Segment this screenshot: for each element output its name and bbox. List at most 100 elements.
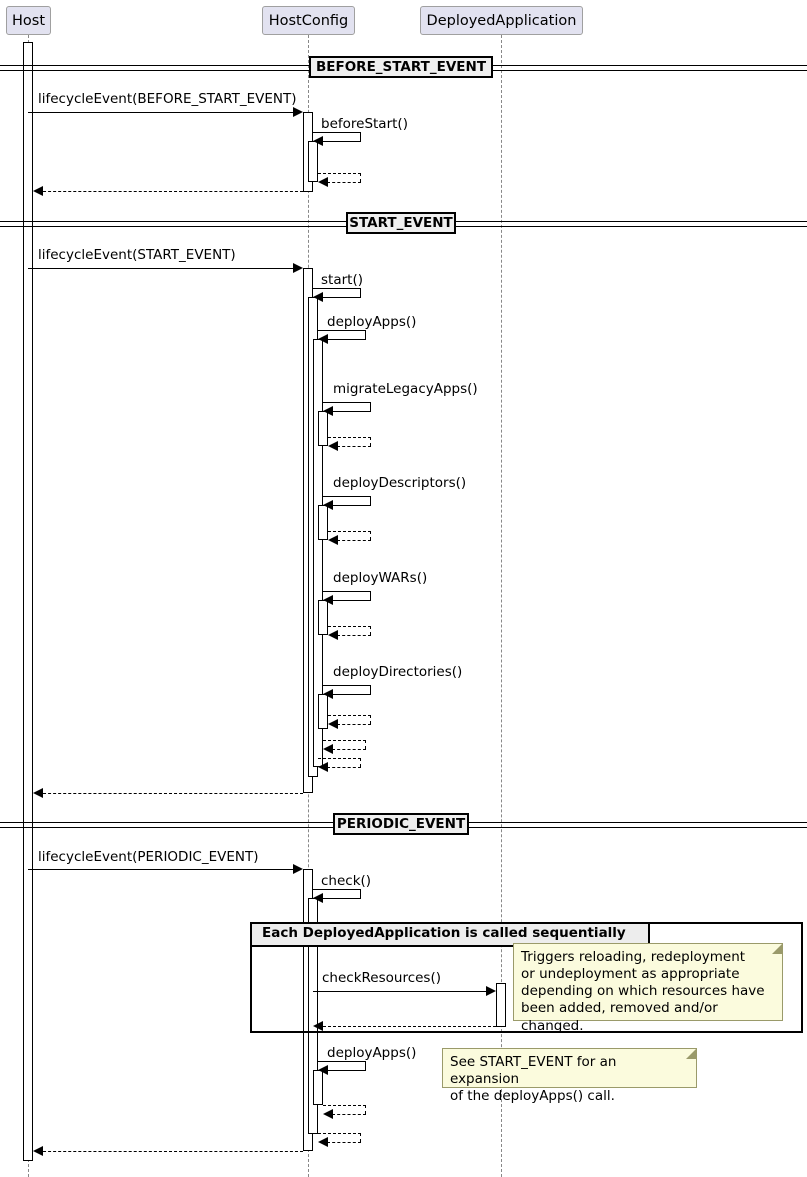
selfcall-bottom [322, 141, 361, 142]
selfcall-bottom [322, 898, 361, 899]
selfcall-side [360, 889, 361, 898]
note-fold-icon [686, 1048, 697, 1059]
participant-deployedapplication[interactable]: DeployedApplication [420, 6, 583, 35]
arrowhead-right [293, 107, 303, 117]
return-line [38, 793, 303, 794]
selfcall-side [360, 288, 361, 297]
activation-deployedapplication [496, 983, 506, 1027]
selfreturn-bottom [327, 1142, 361, 1143]
arrowhead-left [323, 689, 333, 699]
arrowhead-left [33, 1146, 43, 1156]
arrowhead-left [318, 177, 328, 187]
selfreturn-top [328, 715, 371, 716]
section-label: BEFORE_START_EVENT [315, 59, 487, 75]
selfreturn-side [370, 626, 371, 635]
selfcall-side [370, 402, 371, 411]
selfreturn-side [360, 1133, 361, 1142]
group-label: Each DeployedApplication is called seque… [252, 924, 650, 947]
message-label-migratelegacyapps: migrateLegacyApps() [333, 381, 478, 397]
activation-hostconfig-l4 [318, 600, 328, 635]
selfcall-bottom [327, 339, 366, 340]
arrowhead-left [313, 893, 323, 903]
arrowhead-left [328, 630, 338, 640]
selfcall-side [365, 1061, 366, 1070]
message-label-lifecycleevent-periodic: lifecycleEvent(PERIODIC_EVENT) [38, 849, 259, 865]
selfcall-side [360, 132, 361, 141]
arrowhead-left [313, 136, 323, 146]
section-label: PERIODIC_EVENT [336, 816, 466, 832]
selfreturn-side [365, 740, 366, 749]
arrowhead-left [33, 788, 43, 798]
message-line [28, 268, 298, 269]
selfreturn-top [318, 173, 361, 174]
message-label-deploywars: deployWARs() [333, 570, 428, 586]
selfcall-top [318, 330, 366, 331]
arrowhead-left [323, 744, 333, 754]
selfreturn-bottom [327, 767, 361, 768]
arrowhead-left [313, 1021, 323, 1031]
participant-label: Host [11, 12, 45, 29]
arrowhead-left [318, 1065, 328, 1075]
message-label-checkresources: checkResources() [322, 970, 442, 986]
selfreturn-side [370, 437, 371, 446]
arrowhead-left [318, 1137, 328, 1147]
return-line [38, 191, 303, 192]
arrowhead-left [318, 334, 328, 344]
message-label-lifecycleevent-before-start: lifecycleEvent(BEFORE_START_EVENT) [38, 91, 297, 107]
participant-label: HostConfig [268, 12, 349, 29]
group-frame-sequential [250, 922, 803, 1033]
arrowhead-left [328, 719, 338, 729]
selfcall-top [313, 288, 361, 289]
activation-hostconfig-l3 [313, 1070, 323, 1105]
participant-hostconfig[interactable]: HostConfig [262, 6, 355, 35]
selfreturn-side [370, 531, 371, 540]
selfreturn-side [360, 758, 361, 767]
participant-label: DeployedApplication [426, 12, 577, 29]
arrowhead-left [323, 1109, 333, 1119]
activation-hostconfig-l4 [318, 411, 328, 446]
selfreturn-bottom [332, 1114, 366, 1115]
lifeline-deployedapplication [501, 35, 502, 1177]
message-label-deploydirectories: deployDirectories() [333, 664, 463, 680]
selfcall-bottom [322, 297, 361, 298]
selfcall-top [323, 685, 371, 686]
selfreturn-bottom [327, 182, 361, 183]
selfcall-top [313, 889, 361, 890]
arrowhead-left [33, 186, 43, 196]
arrowhead-right [486, 986, 496, 996]
activation-host-root [23, 42, 33, 1161]
selfreturn-top [318, 758, 361, 759]
selfcall-bottom [332, 600, 371, 601]
selfcall-top [323, 591, 371, 592]
selfcall-top [323, 496, 371, 497]
selfreturn-top [328, 437, 371, 438]
message-label-deployapps-periodic: deployApps() [327, 1045, 417, 1061]
return-line [38, 1151, 303, 1152]
section-label: START_EVENT [349, 215, 453, 231]
selfcall-bottom [332, 694, 371, 695]
section-header-before-start-event: BEFORE_START_EVENT [309, 56, 493, 78]
arrowhead-left [323, 500, 333, 510]
message-label-deployapps: deployApps() [327, 314, 417, 330]
selfreturn-top [328, 626, 371, 627]
selfcall-side [370, 685, 371, 694]
selfreturn-top [328, 531, 371, 532]
activation-hostconfig-l4 [318, 694, 328, 729]
note-fold-icon [772, 943, 783, 954]
arrowhead-left [323, 595, 333, 605]
return-line [318, 1026, 496, 1027]
selfreturn-top [323, 740, 366, 741]
arrowhead-right [293, 864, 303, 874]
message-label-lifecycleevent-start: lifecycleEvent(START_EVENT) [38, 247, 236, 263]
arrowhead-left [328, 535, 338, 545]
selfcall-bottom [332, 505, 371, 506]
selfreturn-top [323, 1105, 366, 1106]
selfreturn-side [365, 1105, 366, 1114]
selfreturn-side [370, 715, 371, 724]
selfreturn-side [360, 173, 361, 182]
section-header-periodic-event: PERIODIC_EVENT [333, 813, 469, 835]
participant-host[interactable]: Host [6, 6, 51, 35]
selfcall-bottom [332, 411, 371, 412]
selfcall-top [313, 132, 361, 133]
